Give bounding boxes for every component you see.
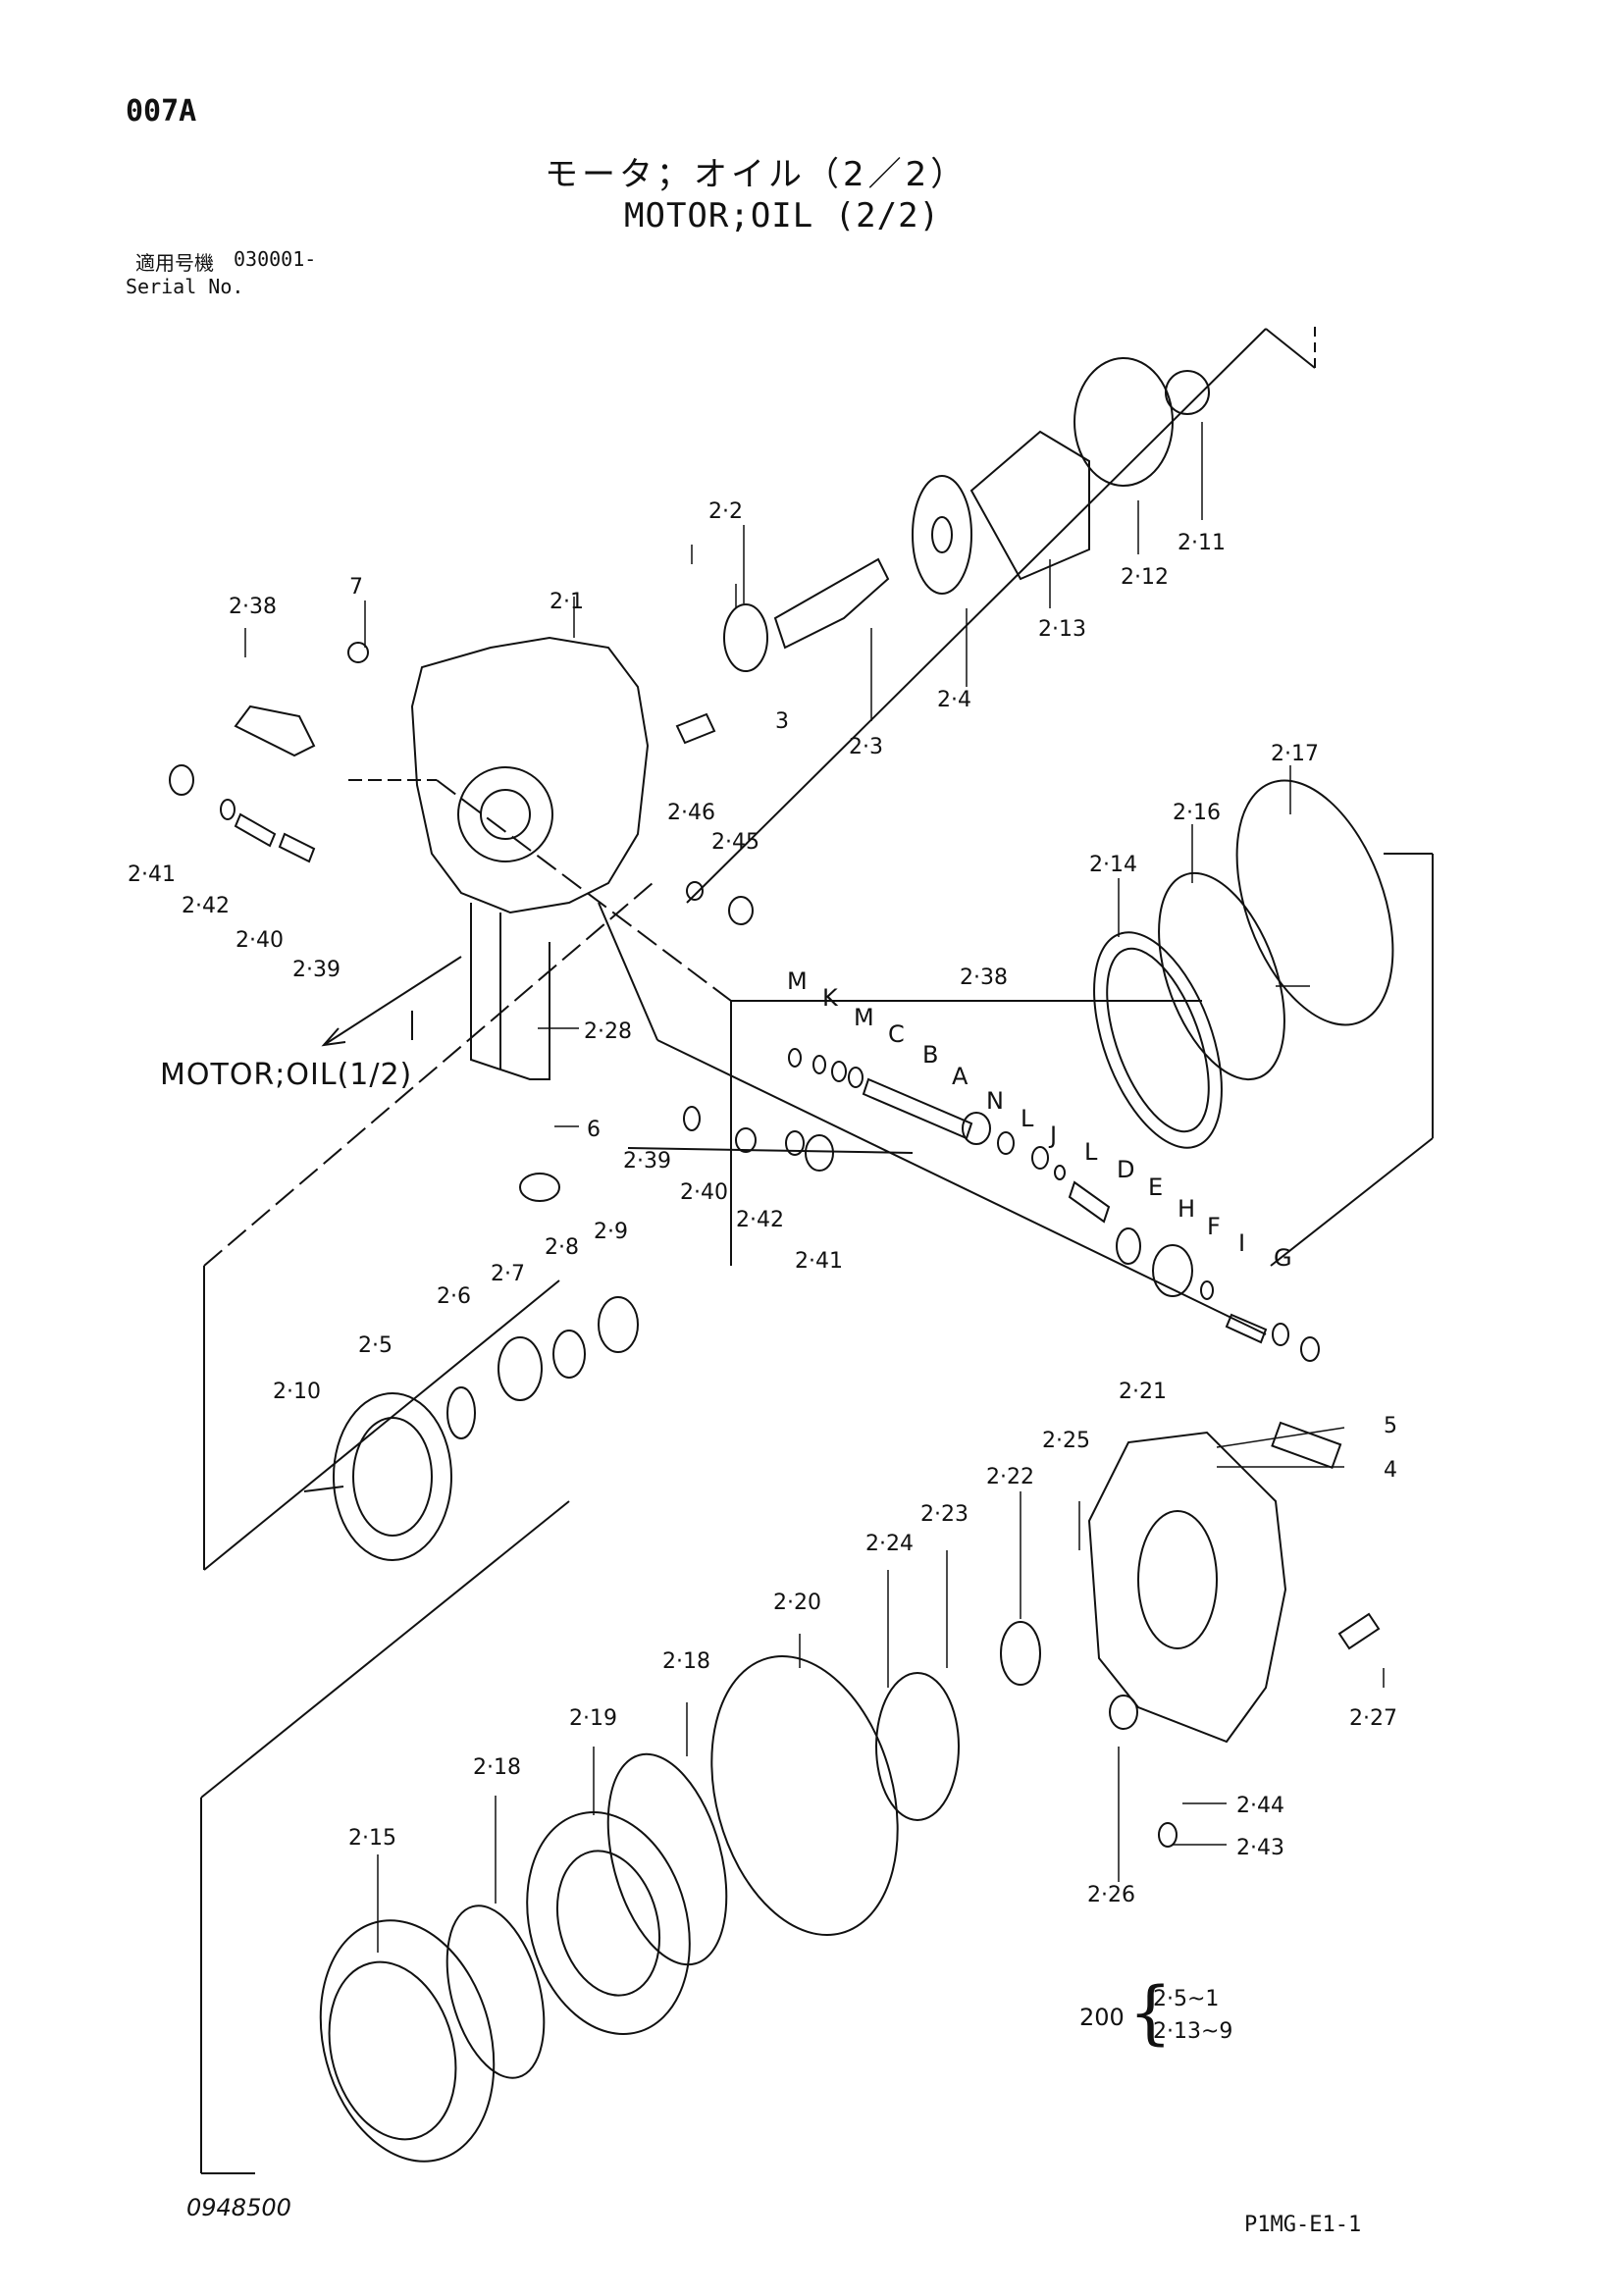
letter-d: D xyxy=(1117,1156,1134,1183)
kit-brace: { xyxy=(1128,1972,1173,2053)
letter-b: B xyxy=(922,1041,938,1069)
motor-housing xyxy=(410,636,650,1080)
callout-2-38-right: 2·38 xyxy=(960,965,1008,990)
callout-leaders xyxy=(244,422,1385,1953)
seal-rings-right xyxy=(1093,779,1394,1149)
callout-5: 5 xyxy=(1384,1414,1397,1438)
page-title-japanese: モータ；オイル（2／2） xyxy=(545,155,969,194)
callout-2-45: 2·45 xyxy=(711,830,759,855)
leader-lines xyxy=(348,779,1267,1335)
lower-plates xyxy=(319,1621,1041,2163)
letter-i: I xyxy=(1238,1229,1245,1257)
page-title-english: MOTOR;OIL (2/2) xyxy=(624,196,941,235)
callout-2-1: 2·1 xyxy=(550,590,584,614)
callout-2-39-right: 2·39 xyxy=(623,1149,671,1174)
letter-m2: M xyxy=(854,1004,874,1031)
callout-2-21: 2·21 xyxy=(1119,1380,1167,1404)
callout-7: 7 xyxy=(349,575,363,600)
callout-2-12: 2·12 xyxy=(1121,565,1169,590)
callout-2-9: 2·9 xyxy=(594,1220,628,1244)
callout-2-18-upper: 2·18 xyxy=(662,1649,710,1674)
callout-2-15: 2·15 xyxy=(348,1826,396,1851)
callout-2-46: 2·46 xyxy=(667,801,715,825)
kit-quantity: 200 xyxy=(1079,2004,1125,2031)
serial-label-japanese: 適用号機 xyxy=(135,251,214,275)
callout-2-10: 2·10 xyxy=(273,1380,321,1404)
serial-number: 030001- xyxy=(234,247,317,271)
letter-labels: M K M C B A N L J L D E H F I G xyxy=(787,967,1292,1272)
callout-3: 3 xyxy=(775,709,789,734)
group-outline-lower xyxy=(200,1500,570,2174)
callout-2-11: 2·11 xyxy=(1178,531,1226,555)
callout-2-39-left: 2·39 xyxy=(292,958,340,982)
brake-piston-gear-group xyxy=(303,1296,639,1561)
callout-2-38-left: 2·38 xyxy=(229,595,277,619)
letter-f: F xyxy=(1207,1213,1221,1240)
letter-j: J xyxy=(1048,1122,1057,1149)
letter-a: A xyxy=(952,1063,969,1090)
callout-2-16: 2·16 xyxy=(1173,801,1221,825)
end-cover xyxy=(1087,1421,1381,1848)
callout-2-7: 2·7 xyxy=(491,1262,525,1286)
callout-2-6: 2·6 xyxy=(437,1284,471,1309)
serial-label-english: Serial No. xyxy=(126,275,244,298)
letter-m1: M xyxy=(787,967,808,995)
page-code: 007A xyxy=(126,94,197,129)
callout-2-14: 2·14 xyxy=(1089,853,1137,877)
callout-2-27: 2·27 xyxy=(1349,1706,1397,1731)
callout-2-3: 2·3 xyxy=(849,735,883,759)
letter-l1: L xyxy=(1021,1105,1034,1132)
callout-2-23: 2·23 xyxy=(920,1502,969,1527)
left-plug-parts xyxy=(169,642,834,1202)
callout-2-28: 2·28 xyxy=(584,1019,632,1044)
callout-2-2: 2·2 xyxy=(708,499,743,524)
callout-2-18-lower: 2·18 xyxy=(473,1755,521,1780)
page-id: P1MG-E1-1 xyxy=(1244,2213,1362,2237)
letter-n: N xyxy=(986,1087,1004,1115)
letter-l2: L xyxy=(1084,1138,1098,1166)
group-outline-upper xyxy=(686,324,1316,904)
letter-h: H xyxy=(1178,1195,1195,1223)
callout-2-4: 2·4 xyxy=(937,688,971,712)
group-outline-middle xyxy=(203,882,654,1571)
letter-g: G xyxy=(1274,1244,1292,1272)
callout-2-44: 2·44 xyxy=(1236,1794,1284,1818)
spool-assembly xyxy=(788,1048,1320,1362)
reference-label-motor-oil-1-2: MOTOR;OIL(1/2) xyxy=(160,1058,413,1092)
callout-2-13: 2·13 xyxy=(1038,617,1086,642)
callout-2-25: 2·25 xyxy=(1042,1429,1090,1453)
callout-2-40-left: 2·40 xyxy=(236,928,284,953)
kit-item-2: 2·13~9 xyxy=(1153,2019,1233,2044)
callout-2-41-left: 2·41 xyxy=(128,862,176,887)
callout-2-20: 2·20 xyxy=(773,1591,821,1615)
letter-e: E xyxy=(1148,1174,1163,1201)
callout-2-19: 2·19 xyxy=(569,1706,617,1731)
callout-4: 4 xyxy=(1384,1458,1397,1483)
callout-2-42-right: 2·42 xyxy=(736,1208,784,1232)
callout-2-5: 2·5 xyxy=(358,1333,393,1358)
drawing-number: 0948500 xyxy=(186,2194,291,2221)
letter-c: C xyxy=(888,1020,905,1048)
callout-2-41-right: 2·41 xyxy=(795,1249,843,1274)
callout-labels: 2·1 2·2 2·3 2·4 2·5 2·6 2·7 2·8 2·9 2·10… xyxy=(128,499,1397,1907)
callout-2-43: 2·43 xyxy=(1236,1836,1284,1860)
callout-2-40-right: 2·40 xyxy=(680,1180,728,1205)
kit-item-1: 2·5~1 xyxy=(1153,1987,1220,2011)
reference-arrow xyxy=(321,956,462,1047)
callout-6: 6 xyxy=(587,1118,601,1142)
letter-k: K xyxy=(822,984,839,1012)
callout-2-17: 2·17 xyxy=(1271,742,1319,766)
callout-2-24: 2·24 xyxy=(865,1532,914,1556)
callout-2-26: 2·26 xyxy=(1087,1883,1135,1907)
group-outline-right xyxy=(1270,853,1434,1267)
callout-2-8: 2·8 xyxy=(545,1235,579,1260)
upper-rotating-group xyxy=(723,357,1210,672)
callout-2-42-left: 2·42 xyxy=(182,894,230,918)
callout-2-22: 2·22 xyxy=(986,1465,1034,1489)
